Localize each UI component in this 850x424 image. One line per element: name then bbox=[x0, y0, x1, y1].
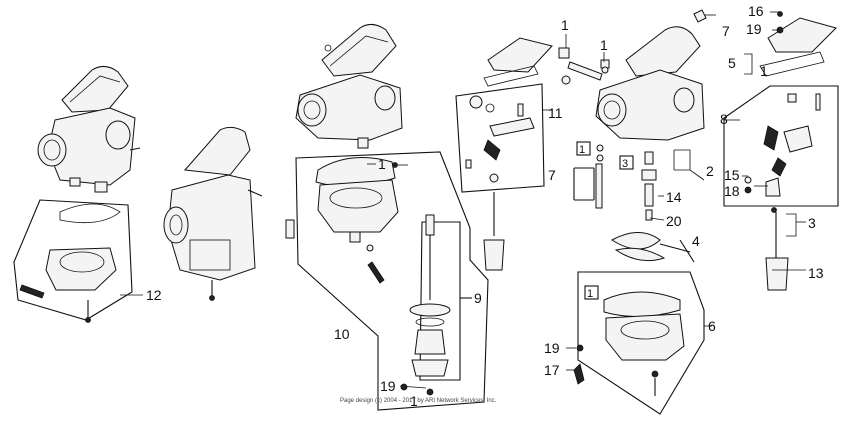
callout-1: 1 bbox=[378, 156, 386, 172]
choke-link-set-8 bbox=[723, 85, 839, 207]
callout-6: 6 bbox=[708, 318, 716, 334]
callout-20: 20 bbox=[666, 213, 682, 229]
left-carburetor-assembly bbox=[37, 66, 141, 193]
copyright-notice: Page design (c) 2004 - 2017 by ARI Netwo… bbox=[340, 398, 497, 404]
diaphragm-needle-set-9 bbox=[409, 214, 472, 396]
right-carburetor bbox=[595, 26, 705, 141]
callout-14: 14 bbox=[666, 189, 682, 205]
jet-needle-parts bbox=[573, 141, 691, 221]
boxed-labels: 1 3 1 bbox=[579, 144, 628, 300]
right-needle-float-13 bbox=[765, 207, 797, 291]
callout-5: 5 bbox=[728, 55, 736, 71]
callout-15: 15 bbox=[724, 167, 740, 183]
boxed-label-1: 1 bbox=[587, 288, 593, 300]
carburetor-side-view bbox=[163, 126, 263, 301]
callout-10: 10 bbox=[334, 326, 350, 342]
top-cover-parts bbox=[483, 37, 553, 87]
callout-numbers: 1 1 1 1 7 16 19 5 11 8 2 7 15 18 14 20 3… bbox=[146, 3, 824, 409]
boxed-label-3: 3 bbox=[622, 158, 628, 170]
callout-3: 3 bbox=[808, 215, 816, 231]
float-chamber-set-10 bbox=[285, 151, 489, 411]
throttle-link-set-11 bbox=[455, 83, 552, 271]
callout-13: 13 bbox=[808, 265, 824, 281]
callout-19: 19 bbox=[380, 378, 396, 394]
filter-screen-4 bbox=[611, 232, 695, 263]
float-bowl-set-6 bbox=[577, 271, 712, 415]
callout-8: 8 bbox=[720, 111, 728, 127]
callout-12: 12 bbox=[146, 287, 162, 303]
callout-11: 11 bbox=[548, 105, 563, 121]
callout-9: 9 bbox=[474, 290, 482, 306]
boxed-label-1: 1 bbox=[579, 144, 585, 156]
center-small-parts bbox=[558, 9, 716, 85]
callout-19: 19 bbox=[544, 340, 560, 356]
leader-lines bbox=[367, 11, 806, 389]
callout-16: 16 bbox=[748, 3, 764, 19]
callout-1: 1 bbox=[600, 37, 608, 53]
callout-1: 1 bbox=[410, 393, 418, 409]
callout-1: 1 bbox=[760, 63, 768, 79]
callout-2: 2 bbox=[706, 163, 714, 179]
float-bowl-kit-12 bbox=[13, 199, 143, 323]
callout-7: 7 bbox=[722, 23, 730, 39]
right-top-cover-5 bbox=[744, 11, 837, 77]
callout-17: 17 bbox=[544, 362, 560, 378]
callout-7: 7 bbox=[548, 167, 556, 183]
center-carburetor bbox=[295, 24, 403, 149]
callout-18: 18 bbox=[724, 183, 740, 199]
right-small-screws bbox=[573, 344, 585, 385]
callout-1: 1 bbox=[561, 17, 569, 33]
callout-19: 19 bbox=[746, 21, 762, 37]
callout-4: 4 bbox=[692, 233, 700, 249]
